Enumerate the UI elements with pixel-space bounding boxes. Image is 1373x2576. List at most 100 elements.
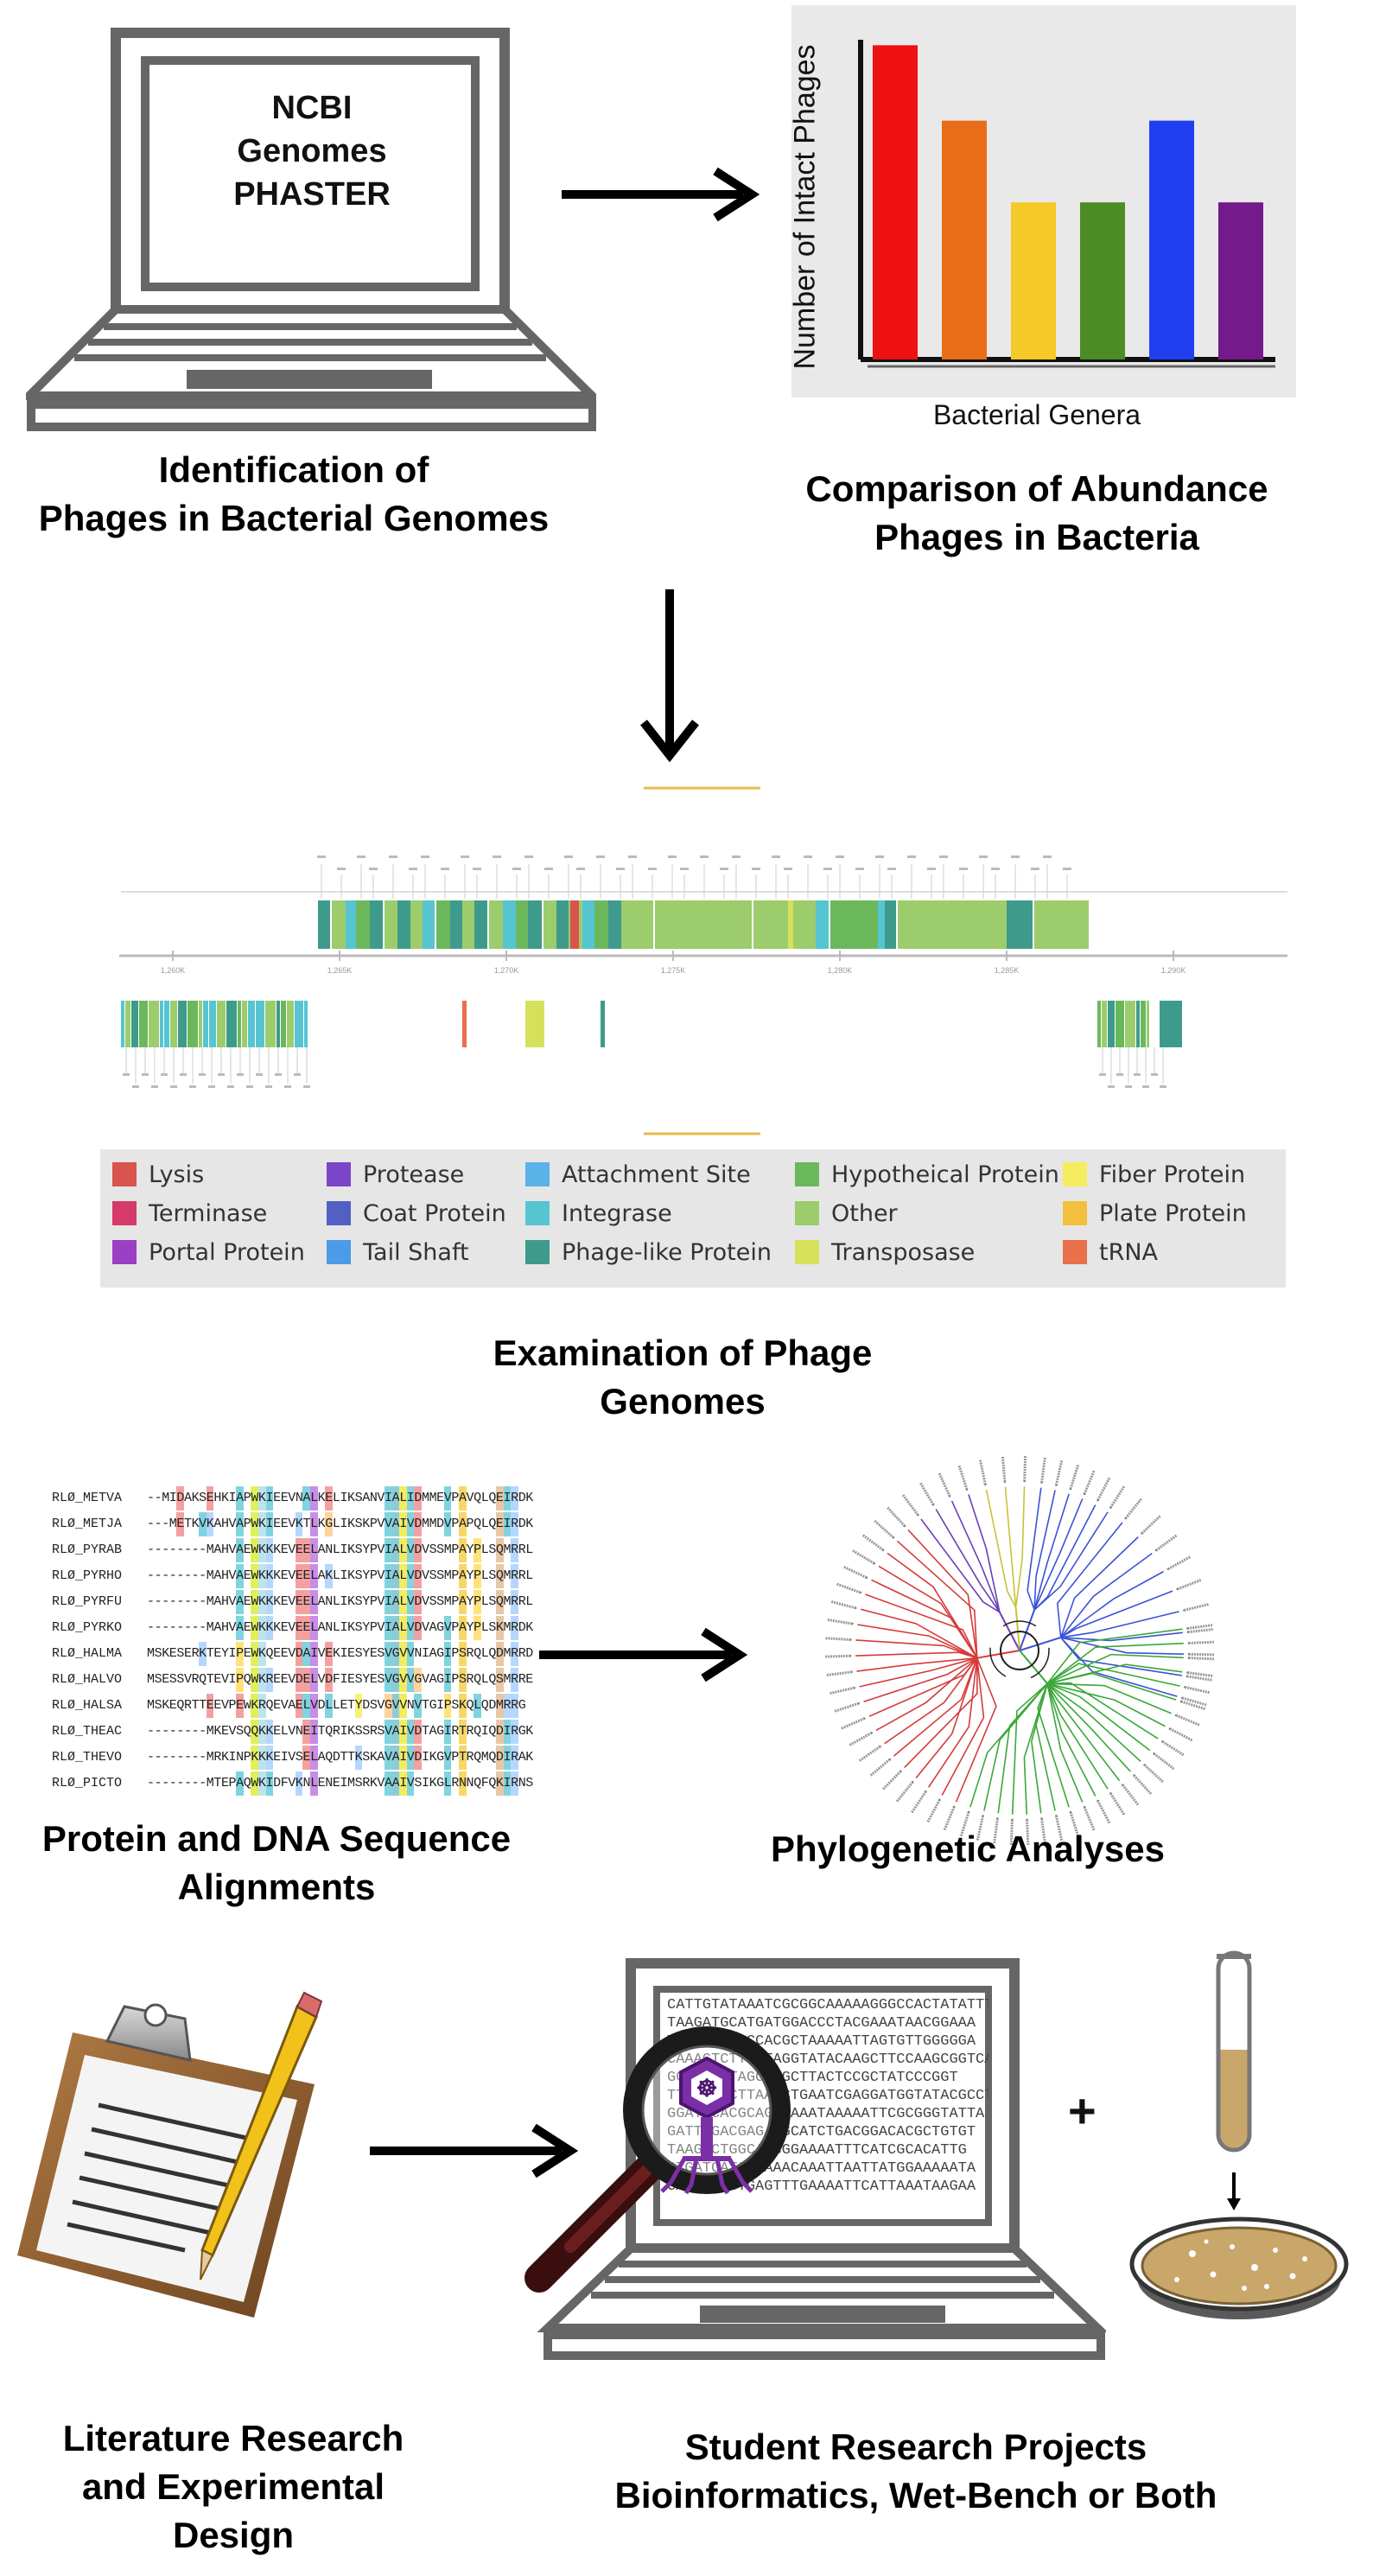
tree-branch	[1060, 1631, 1183, 1642]
gene-tag-mark	[927, 868, 936, 870]
caption-literature: Literature Research and Experimental Des…	[9, 2414, 458, 2560]
gene-block	[1136, 1001, 1140, 1047]
arrow-right-2	[539, 1627, 748, 1682]
gene-tag-mark	[1142, 1085, 1149, 1088]
screen-line-genomes: Genomes	[237, 133, 387, 169]
gene-tag-mark	[752, 868, 760, 870]
tree-leaf	[1069, 1810, 1071, 1813]
tree-leaf-label-glyph	[1083, 1469, 1096, 1495]
legend-item-portal-protein: Portal Protein	[112, 1239, 305, 1266]
tree-leaf-label-glyph	[829, 1686, 855, 1695]
dna-line: TTATCGACTTAAACTGAATCGAGGATGGTATACGCCT	[667, 2088, 988, 2104]
tree-leaf	[1055, 1484, 1058, 1486]
gene-tag-mark	[170, 1085, 177, 1088]
tree-leaf-label-glyph	[848, 1731, 873, 1747]
tree-leaf	[1003, 1480, 1006, 1483]
gene-tag-mark	[700, 855, 709, 858]
caption-identification-line2: Phages in Bacterial Genomes	[38, 498, 550, 538]
laptop-left-keyboard-base	[26, 305, 596, 400]
gene-tag-mark	[784, 868, 792, 870]
gene-tag-mark	[804, 855, 812, 858]
tree-leaf-label-glyph	[910, 1790, 927, 1814]
tree-branch	[1060, 1553, 1153, 1638]
tree-branch	[1047, 1682, 1172, 1714]
alignment-sequence: MSKESERKTEYIPEWKQEEVDAIVEKIESYESVGVVNIAG…	[147, 1642, 533, 1666]
clipboard-paper	[36, 2055, 297, 2302]
tree-branch	[1046, 1672, 1177, 1701]
plus-sign: +	[1068, 2083, 1096, 2138]
genome-tick-label: 1,270K	[494, 966, 519, 975]
tree-leaf	[1133, 1774, 1135, 1777]
tree-branch	[935, 1509, 1001, 1613]
gene-tag-mark	[1099, 1073, 1106, 1076]
tree-branch	[1046, 1682, 1131, 1772]
tree-leaf	[1175, 1714, 1178, 1717]
alignment-row: RLØ_PYRFU--------MAHVAEWKKKEVEELANLIKSYP…	[52, 1590, 533, 1614]
tree-leaf	[1096, 1799, 1099, 1802]
tree-branch	[896, 1540, 978, 1658]
laptop-right-trackpad	[700, 2306, 945, 2323]
tree-branch	[1033, 1498, 1084, 1611]
gene-block	[842, 900, 863, 949]
gene-tag-mark	[732, 855, 741, 858]
tree-leaf-label-glyph	[919, 1481, 935, 1506]
laptop-left-key-rows	[74, 323, 546, 361]
genome-tick-label: 1,260K	[161, 966, 186, 975]
legend-item-hypothetical-protein: Hypotheical Protein	[795, 1161, 1059, 1188]
dna-line: GGGCAGATAGCCAGCTTACTCCGCTATCCCGGT	[667, 2070, 958, 2086]
gene-block	[397, 900, 410, 949]
caption-phylogenetic-line1: Phylogenetic Analyses	[771, 1829, 1165, 1869]
gene-block	[125, 1001, 130, 1047]
tree-leaf-label-glyph	[881, 1770, 902, 1791]
legend-swatch	[112, 1240, 137, 1264]
gene-tag-mark	[199, 1073, 206, 1076]
alignment-seq-name: RLØ_METVA	[52, 1491, 123, 1505]
tree-leaf	[873, 1562, 875, 1565]
gene-block	[1116, 1001, 1124, 1047]
gene-tag-mark	[1160, 1085, 1166, 1088]
gene-block	[436, 900, 450, 949]
tree-leaf-label-glyph	[1187, 1627, 1214, 1634]
alignment-seq-name: RLØ_THEVO	[52, 1750, 123, 1765]
gene-block	[462, 1001, 467, 1047]
caption-comparison: Comparison of Abundance Phages in Bacter…	[709, 465, 1365, 562]
tree-branch	[860, 1608, 978, 1659]
gene-tag-mark	[132, 1085, 139, 1088]
tree-branch	[915, 1657, 978, 1778]
alignment-seq-name: RLØ_PICTO	[52, 1776, 123, 1790]
tree-branch	[1046, 1642, 1184, 1684]
alignment-seq-name: RLØ_METJA	[52, 1517, 123, 1531]
gene-block	[528, 900, 542, 949]
tree-branch	[1056, 1522, 1123, 1638]
gene-block	[788, 900, 793, 949]
tree-leaf-label-glyph	[1161, 1740, 1185, 1757]
tree-branch	[920, 1518, 1001, 1613]
gene-tag-mark	[303, 1085, 310, 1088]
tree-branch	[1060, 1611, 1179, 1638]
tree-branch	[1031, 1683, 1048, 1814]
gene-tag-mark	[337, 868, 346, 870]
legend-swatch	[795, 1201, 819, 1225]
svg-text:☸: ☸	[696, 2075, 717, 2102]
tree-leaf-label-glyph	[1096, 1476, 1111, 1501]
tree-leaf-label-glyph	[861, 1533, 885, 1551]
gene-block	[912, 900, 955, 949]
alignment-row: RLØ_PICTO--------MTEPAQWKIDFVKNLENEIMSRK…	[52, 1771, 533, 1796]
gene-block	[543, 900, 556, 949]
tree-leaf-label-glyph	[1143, 1764, 1165, 1784]
gene-block	[728, 900, 752, 949]
legend-item-lysis: Lysis	[112, 1161, 204, 1188]
gene-block	[525, 1001, 544, 1047]
tree-leaf	[1184, 1686, 1186, 1689]
gene-block	[1147, 1001, 1149, 1047]
pencil-icon	[200, 1991, 323, 2280]
caption-identification: Identification of Phages in Bacterial Ge…	[0, 446, 588, 543]
gene-block	[242, 1001, 247, 1047]
legend-item-phage-like-protein: Phage-like Protein	[525, 1239, 772, 1266]
tree-leaf-label-glyph	[873, 1519, 894, 1539]
tree-leaf	[849, 1655, 852, 1657]
tree-branch	[907, 1529, 978, 1658]
gene-block	[281, 1001, 286, 1047]
